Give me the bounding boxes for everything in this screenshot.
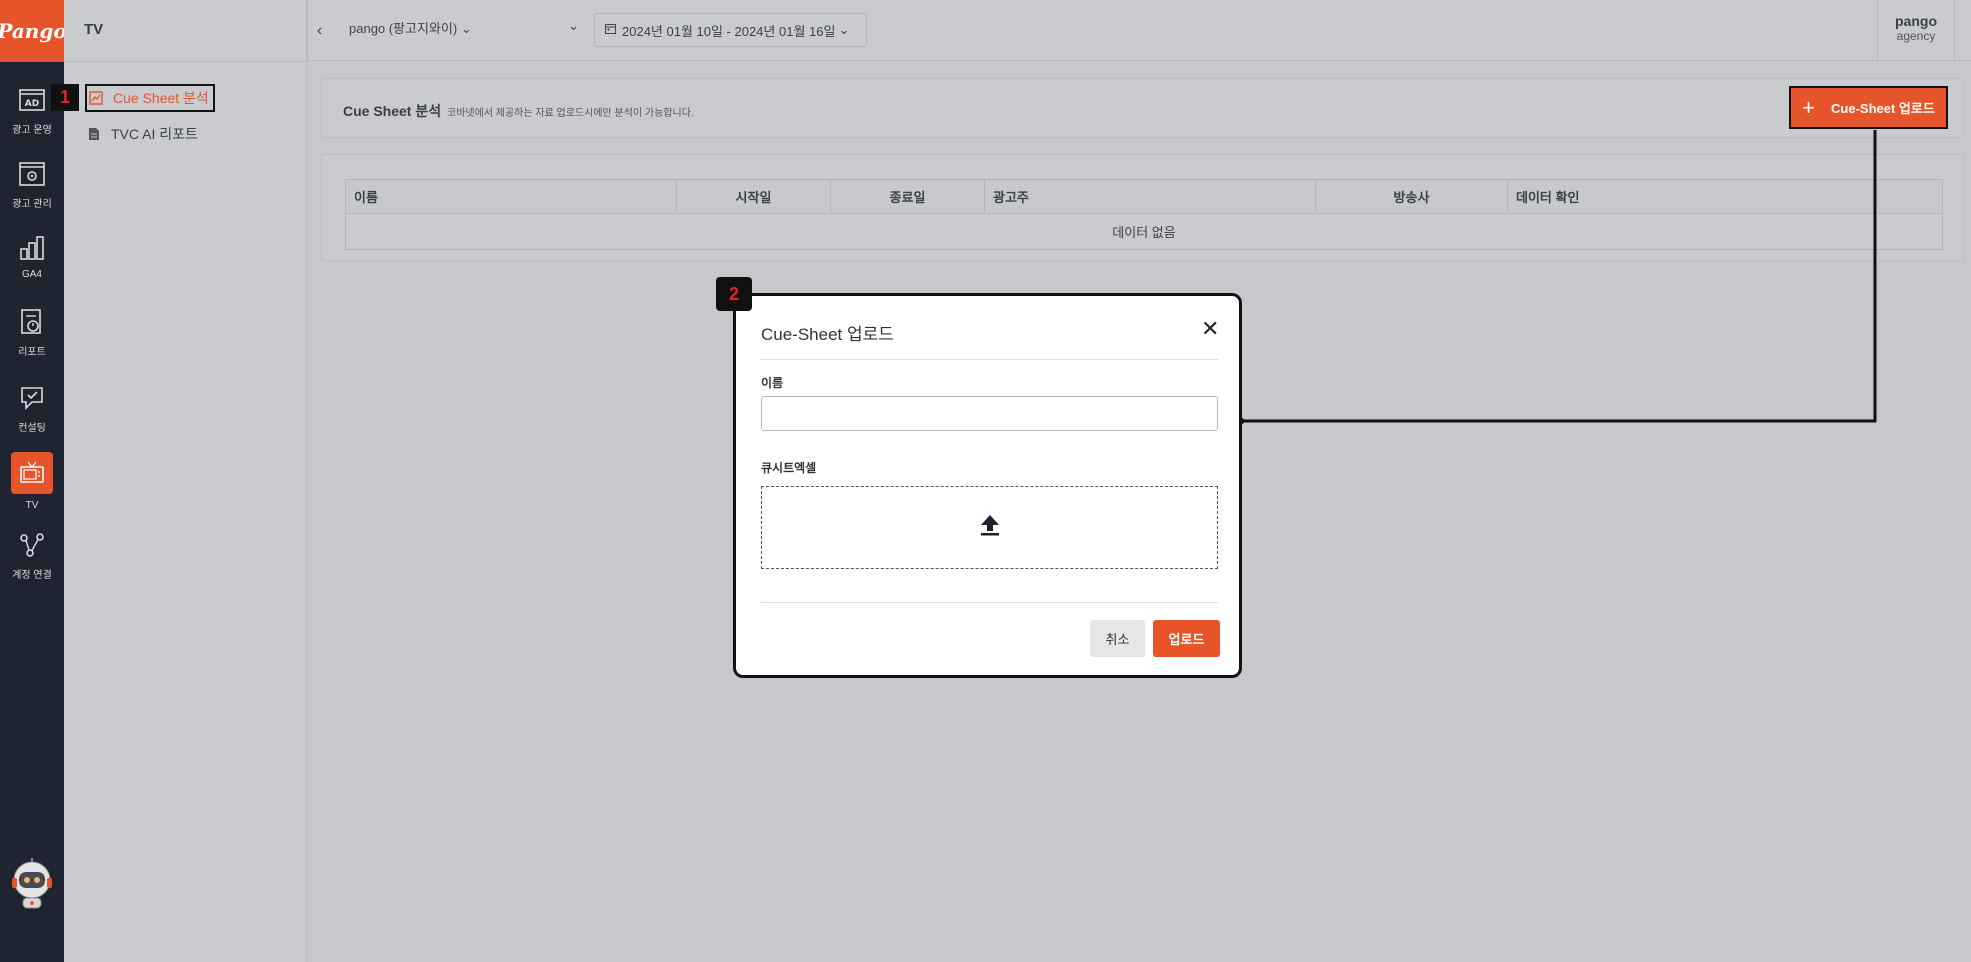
page-title: Cue Sheet 분석 — [343, 103, 442, 119]
cue-sheet-upload-button[interactable]: + Cue-Sheet 업로드 — [1789, 86, 1948, 129]
upload-arrow-icon — [980, 514, 1000, 541]
ad-settings-icon — [17, 159, 47, 189]
icon-rail: Pango AD 광고 운영 광고 관리 GA4 리포트 컨설팅 TV — [0, 0, 67, 962]
submenu-title: TV — [84, 21, 104, 38]
submenu-item-tvc-ai-report[interactable]: TVC AI 리포트 — [87, 122, 198, 146]
file-drop-zone[interactable] — [761, 486, 1218, 569]
plus-icon: + — [1802, 94, 1816, 120]
rail-item-consulting[interactable]: 컨설팅 — [0, 383, 64, 449]
close-icon[interactable]: ✕ — [1201, 316, 1220, 341]
collapse-sidebar-chevron-left-icon[interactable]: ‹ — [307, 0, 331, 61]
annotation-badge-1: 1 — [51, 84, 79, 111]
consulting-icon — [17, 383, 47, 413]
account-link-icon — [17, 530, 47, 560]
svg-text:AD: AD — [25, 99, 39, 109]
cancel-button[interactable]: 취소 — [1090, 620, 1145, 657]
date-range-picker[interactable]: 2024년 01월 10일 - 2024년 01월 16일 ⌄ — [594, 13, 867, 47]
name-field-label: 이름 — [761, 376, 784, 390]
page-header-panel: Cue Sheet 분석 코바넷에서 제공하는 자료 업로드시에만 분석이 가능… — [321, 78, 1964, 138]
column-header-name[interactable]: 이름 — [345, 179, 677, 214]
submenu-panel: TV Cue Sheet 분석 TVC AI 리포트 — [64, 0, 307, 962]
file-field-label: 큐시트엑셀 — [761, 461, 817, 475]
rail-item-ad-management[interactable]: 광고 관리 — [0, 159, 64, 225]
submenu-item-cue-sheet-analysis[interactable]: Cue Sheet 분석 — [85, 84, 215, 112]
ga4-chart-icon — [17, 233, 47, 263]
table-header-row: 이름 시작일 종료일 광고주 방송사 데이터 확인 — [345, 179, 1943, 214]
calendar-icon — [605, 23, 616, 37]
account-selector[interactable]: pango (팡고지와이) ⌄ ⌄ — [349, 18, 579, 36]
column-header-advertiser[interactable]: 광고주 — [984, 179, 1316, 214]
rail-item-account-link[interactable]: 계정 연결 — [0, 530, 64, 596]
rail-item-ad-operation[interactable]: AD 광고 운영 — [0, 85, 64, 151]
chevron-down-icon: ⌄ — [568, 18, 579, 33]
pango-logo[interactable]: Pango — [0, 0, 67, 62]
annotation-badge-2: 2 — [716, 277, 752, 311]
empty-table-message: 데이터 없음 — [345, 213, 1943, 250]
top-bar: ‹ pango (팡고지와이) ⌄ ⌄ 2024년 01월 10일 - 2024… — [307, 0, 1971, 61]
agency-account[interactable]: pango agency — [1877, 0, 1955, 61]
column-header-broadcaster[interactable]: 방송사 — [1315, 179, 1508, 214]
chatbot-avatar-icon[interactable] — [8, 858, 56, 914]
modal-footer-divider — [761, 602, 1218, 603]
modal-divider — [761, 359, 1218, 360]
submenu-divider — [64, 61, 307, 62]
document-icon — [87, 127, 101, 141]
cue-sheet-upload-modal: Cue-Sheet 업로드 ✕ 이름 큐시트엑셀 취소 업로드 — [733, 293, 1242, 678]
report-icon — [17, 307, 47, 337]
cue-sheet-table: 이름 시작일 종료일 광고주 방송사 데이터 확인 데이터 없음 — [345, 179, 1943, 250]
rail-item-ga4[interactable]: GA4 — [0, 233, 64, 299]
chevron-down-icon: ⌄ — [838, 22, 850, 37]
rail-item-tv[interactable]: TV — [0, 452, 64, 518]
rail-item-report[interactable]: 리포트 — [0, 307, 64, 373]
column-header-end-date[interactable]: 종료일 — [830, 179, 985, 214]
modal-title: Cue-Sheet 업로드 — [761, 325, 894, 344]
table-row: 데이터 없음 — [345, 213, 1943, 250]
chevron-down-icon: ⌄ — [460, 21, 472, 36]
name-input[interactable] — [761, 396, 1218, 431]
column-header-data-check[interactable]: 데이터 확인 — [1507, 179, 1943, 214]
cue-sheet-table-panel: 이름 시작일 종료일 광고주 방송사 데이터 확인 데이터 없음 — [321, 154, 1964, 261]
analysis-icon — [89, 91, 103, 105]
tv-icon — [11, 452, 53, 494]
upload-button[interactable]: 업로드 — [1153, 620, 1220, 657]
page-description: 코바넷에서 제공하는 자료 업로드시에만 분석이 가능합니다. — [447, 108, 694, 119]
ad-icon: AD — [17, 85, 47, 115]
column-header-start-date[interactable]: 시작일 — [676, 179, 831, 214]
